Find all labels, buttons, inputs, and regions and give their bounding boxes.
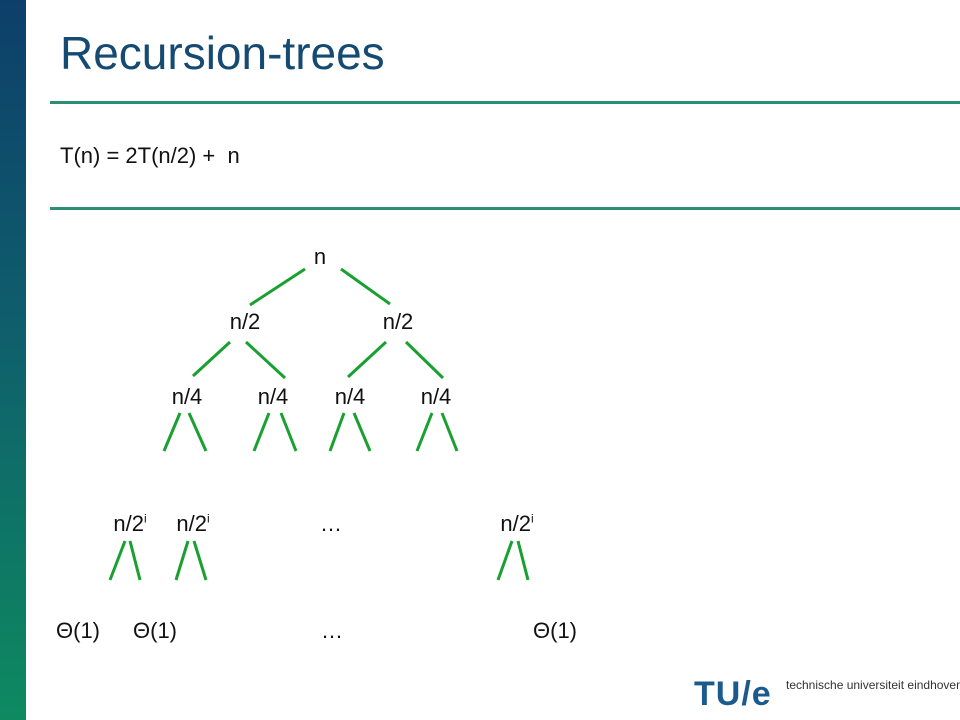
tree-level-i-ellipsis: … [320,511,342,536]
edge-l2c-right [352,412,372,452]
edge-root-right [340,267,391,306]
edge-li1-right [128,540,142,581]
edge-l2a-left [162,412,182,452]
edge-li3-right [516,540,530,581]
edge-li2-left [174,540,190,581]
tree-node-l1-2: n/2 [382,309,414,334]
tree-node-l2-3: n/4 [334,384,366,409]
edge-l2d-left [415,412,434,452]
edge-li2-right [192,540,208,581]
tue-logo-text: technische universiteit eindhoven [786,678,960,692]
edge-l1b-right [404,340,445,380]
edge-li3-left [496,540,514,581]
tree-node-l2-1: n/4 [171,384,203,409]
tree-node-l2-4: n/4 [420,384,452,409]
edge-l1b-left [346,340,388,379]
edge-l2c-left [328,412,346,452]
edge-root-left [249,267,306,307]
tree-node-l1-1: n/2 [229,309,261,334]
divider-bottom [50,207,960,210]
side-accent-bar [0,0,26,720]
tree-leaf-ellipsis: … [321,618,343,643]
edge-l2a-right [187,412,208,452]
tree-node-l2-2: n/4 [257,384,289,409]
edge-l2b-left [252,412,271,452]
tree-leaf-3: Θ(1) [533,618,577,643]
edge-l1a-left [191,340,232,378]
edge-li1-left [108,540,127,581]
tree-node-li-3: n/2i [500,511,534,536]
edge-l2d-right [440,412,459,452]
recurrence-equation: T(n) = 2T(n/2) + n [60,143,240,168]
tue-logo: TU/e technische universiteit eindhoven [694,672,960,716]
tue-logo-mark: TU/e [694,675,772,713]
tree-leaf-1: Θ(1) [56,618,100,643]
edge-l2b-right [279,412,298,452]
slide-title: Recursion-trees [60,27,385,79]
divider-top [50,101,960,104]
tree-node-li-1: n/2i [113,511,147,536]
tree-node-li-2: n/2i [176,511,210,536]
tree-node-root: n [313,244,327,269]
edge-l1a-right [244,340,287,380]
tree-leaf-2: Θ(1) [133,618,177,643]
